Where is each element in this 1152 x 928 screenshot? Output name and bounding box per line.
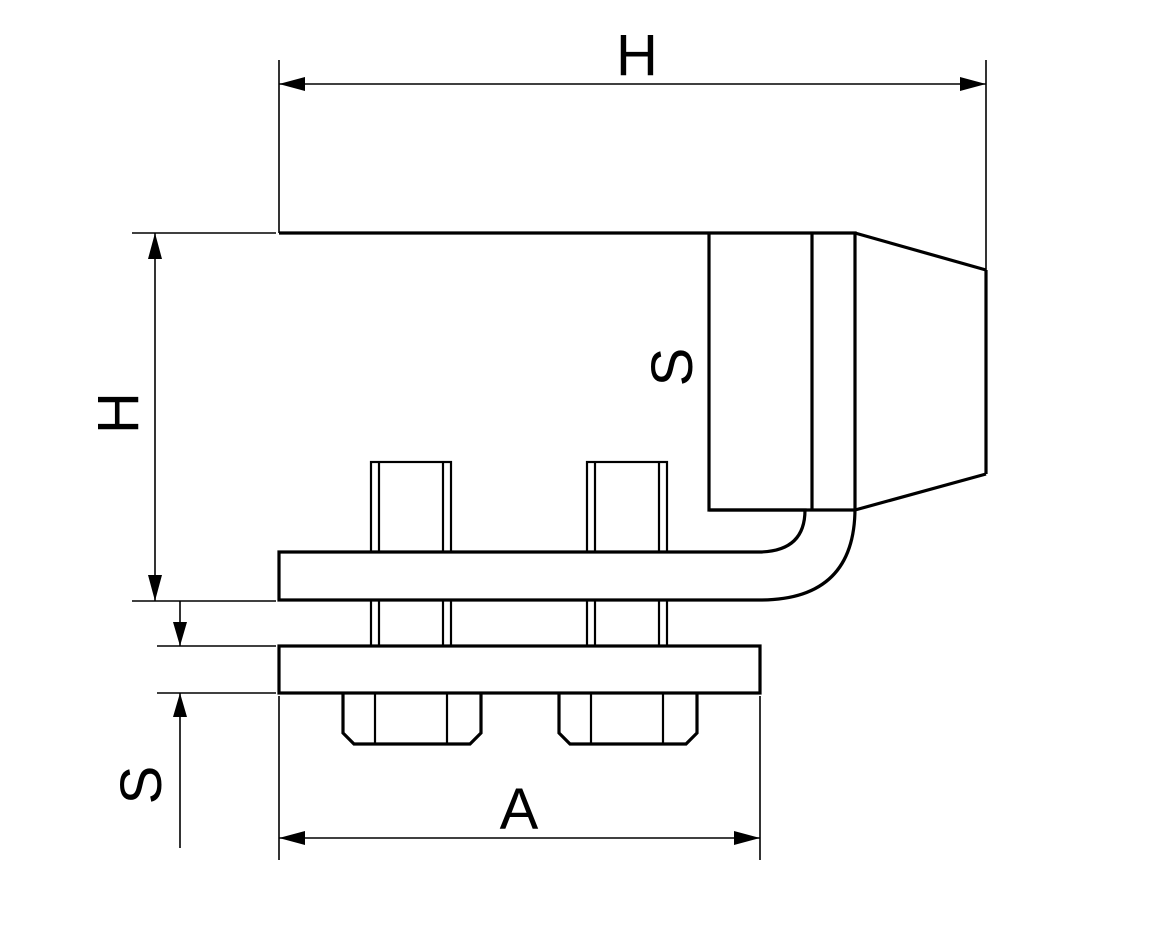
jaw-step-label: S <box>640 348 705 387</box>
jaw-taper-bottom <box>854 472 987 512</box>
arrow-up-icon <box>148 233 162 259</box>
jaw-taper-top <box>854 231 987 272</box>
bolt-left-upper <box>369 460 453 554</box>
jaw-body <box>277 231 988 602</box>
bottom-width-label: A <box>500 777 539 842</box>
bolt-left-lower <box>369 598 453 648</box>
bottom-thickness-dimension: S <box>109 601 276 848</box>
bolt-right-upper <box>585 460 669 554</box>
bolt-left <box>341 460 483 746</box>
left-height-label: H <box>86 392 151 434</box>
arrow-left-icon <box>279 831 305 845</box>
bolt-right-lower <box>585 598 669 648</box>
arrow-up-icon <box>173 693 187 717</box>
arrow-right-icon <box>734 831 760 845</box>
base-plate <box>277 644 762 695</box>
bottom-thickness-label: S <box>109 766 174 805</box>
left-height-dimension: H <box>86 232 276 602</box>
arrow-left-icon <box>279 77 305 91</box>
top-width-dimension: H <box>278 23 987 270</box>
bottom-width-dimension: A <box>278 696 761 860</box>
bolt-right <box>557 460 699 746</box>
arrow-down-icon <box>148 575 162 601</box>
jaw-outline <box>277 231 857 602</box>
bolt-right-nut <box>557 693 699 746</box>
top-width-label: H <box>616 23 658 88</box>
arrow-right-icon <box>960 77 986 91</box>
bolt-left-nut <box>341 693 483 746</box>
arrow-down-icon <box>173 622 187 646</box>
